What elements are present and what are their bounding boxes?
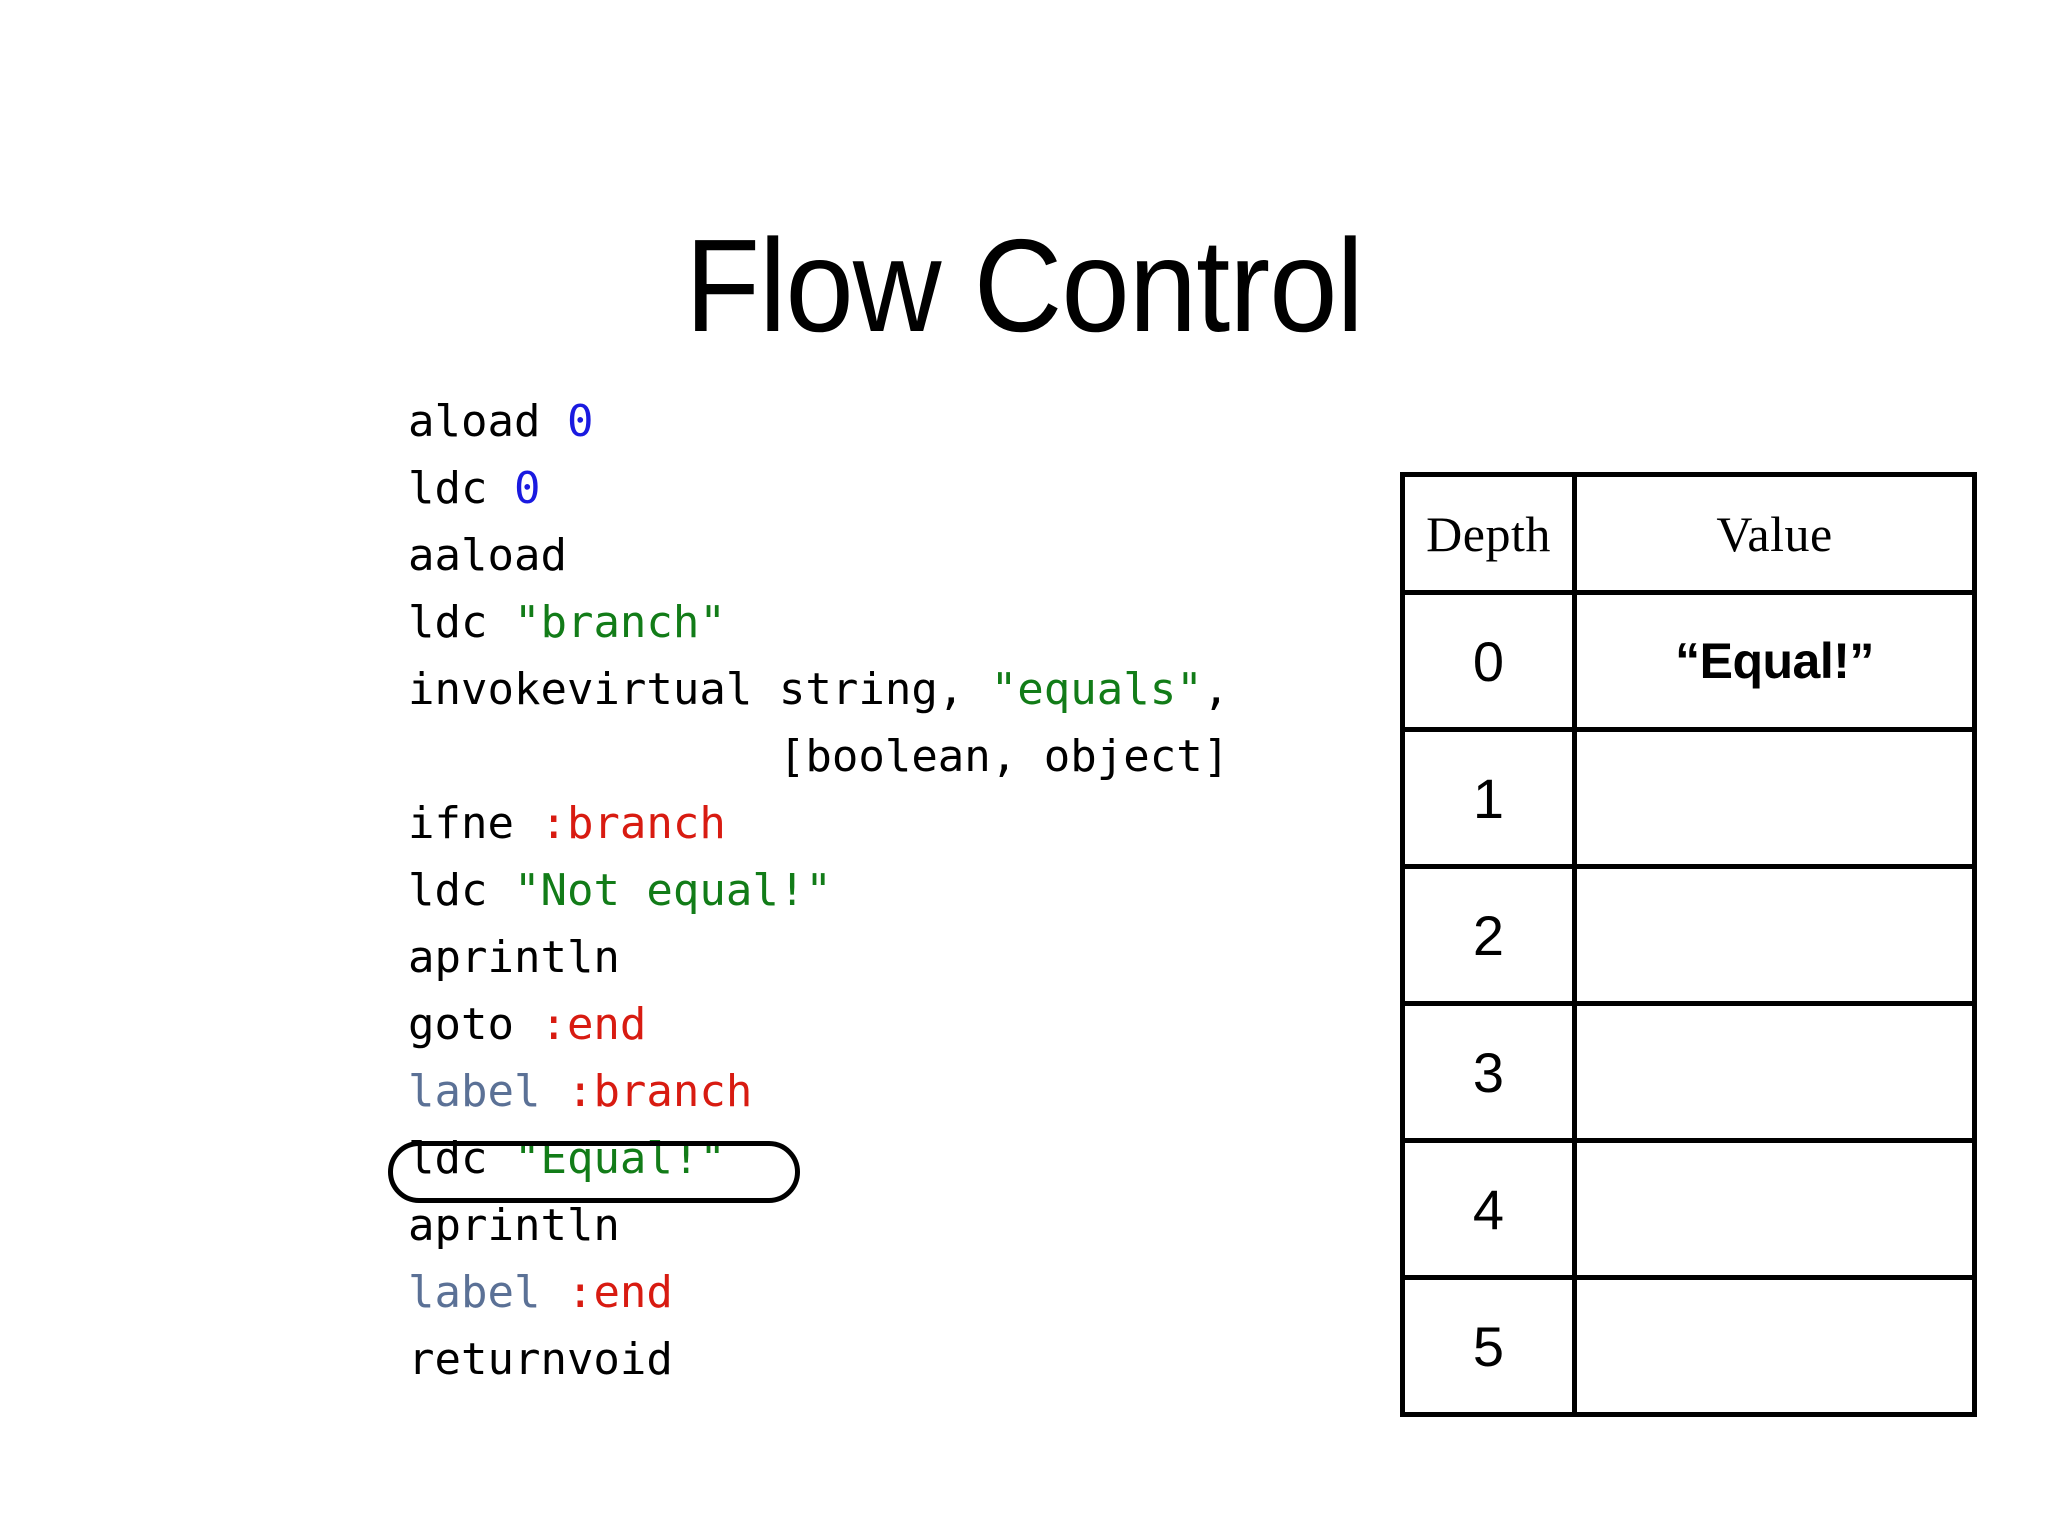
code-token-op: [boolean, object]	[408, 731, 1230, 782]
code-token-op: ifne	[408, 798, 541, 849]
table-row: 3	[1400, 1001, 1977, 1143]
code-token-str: "equals"	[990, 664, 1203, 715]
code-token-op: ,	[1202, 664, 1230, 715]
code-line: ldc "Equal!"	[408, 1125, 1229, 1192]
code-token-op: returnvoid	[408, 1334, 673, 1385]
code-token-str: "Equal!"	[513, 1133, 726, 1184]
table-row: 1	[1400, 727, 1977, 869]
code-token-lbl: :end	[540, 999, 647, 1050]
cell-depth: 3	[1400, 1001, 1577, 1143]
cell-value	[1572, 1275, 1977, 1417]
code-token-lbl: :branch	[566, 1066, 753, 1117]
cell-value	[1572, 864, 1977, 1006]
code-token-op: ldc	[408, 463, 514, 514]
code-line: ldc "Not equal!"	[408, 857, 1229, 924]
code-token-kw: label	[408, 1267, 541, 1318]
table-head: Depth Value	[1400, 472, 1977, 595]
table-header-row: Depth Value	[1400, 472, 1977, 595]
code-token-lbl: :end	[566, 1267, 673, 1318]
code-token-op	[540, 1267, 567, 1318]
code-token-num: 0	[566, 396, 594, 447]
cell-value: “Equal!”	[1572, 590, 1977, 732]
cell-depth: 4	[1400, 1138, 1577, 1280]
table-row: 2	[1400, 864, 1977, 1006]
code-line: aload 0	[408, 388, 1229, 455]
cell-depth: 0	[1400, 590, 1577, 732]
code-token-kw: label	[408, 1066, 541, 1117]
cell-depth: 1	[1400, 727, 1577, 869]
code-token-op: ldc	[408, 865, 514, 916]
code-token-op: aaload	[408, 530, 567, 581]
cell-value	[1572, 1001, 1977, 1143]
code-token-op: ldc	[408, 597, 514, 648]
code-token-op: ldc	[408, 1133, 514, 1184]
code-line: aaload	[408, 522, 1229, 589]
page-title: Flow Control	[685, 212, 1364, 360]
code-token-op: aprintln	[408, 1200, 620, 1251]
code-token-op: invokevirtual string,	[408, 664, 991, 715]
code-token-op: aload	[408, 396, 567, 447]
column-header-depth: Depth	[1400, 472, 1577, 595]
code-token-op: aprintln	[408, 932, 620, 983]
cell-depth: 2	[1400, 864, 1577, 1006]
code-line: aprintln	[408, 924, 1229, 991]
code-line: [boolean, object]	[408, 723, 1229, 790]
code-line: ldc 0	[408, 455, 1229, 522]
code-token-str: "Not equal!"	[513, 865, 832, 916]
code-token-lbl: :branch	[540, 798, 726, 849]
table-row: 5	[1400, 1275, 1977, 1417]
code-line: ifne :branch	[408, 790, 1229, 857]
code-token-op: goto	[408, 999, 541, 1050]
cell-value	[1572, 727, 1977, 869]
code-line: goto :end	[408, 991, 1229, 1058]
code-token-op	[540, 1066, 567, 1117]
table-row: 4	[1400, 1138, 1977, 1280]
code-line: aprintln	[408, 1192, 1229, 1259]
cell-depth: 5	[1400, 1275, 1577, 1417]
code-line: label :end	[408, 1259, 1229, 1326]
code-line: invokevirtual string, "equals",	[408, 656, 1229, 723]
column-header-value: Value	[1572, 472, 1977, 595]
code-line: label :branch	[408, 1058, 1229, 1125]
code-line: returnvoid	[408, 1326, 1229, 1393]
code-line: ldc "branch"	[408, 589, 1229, 656]
code-token-num: 0	[513, 463, 541, 514]
cell-value	[1572, 1138, 1977, 1280]
code-token-str: "branch"	[513, 597, 726, 648]
table-row: 0“Equal!”	[1400, 590, 1977, 732]
